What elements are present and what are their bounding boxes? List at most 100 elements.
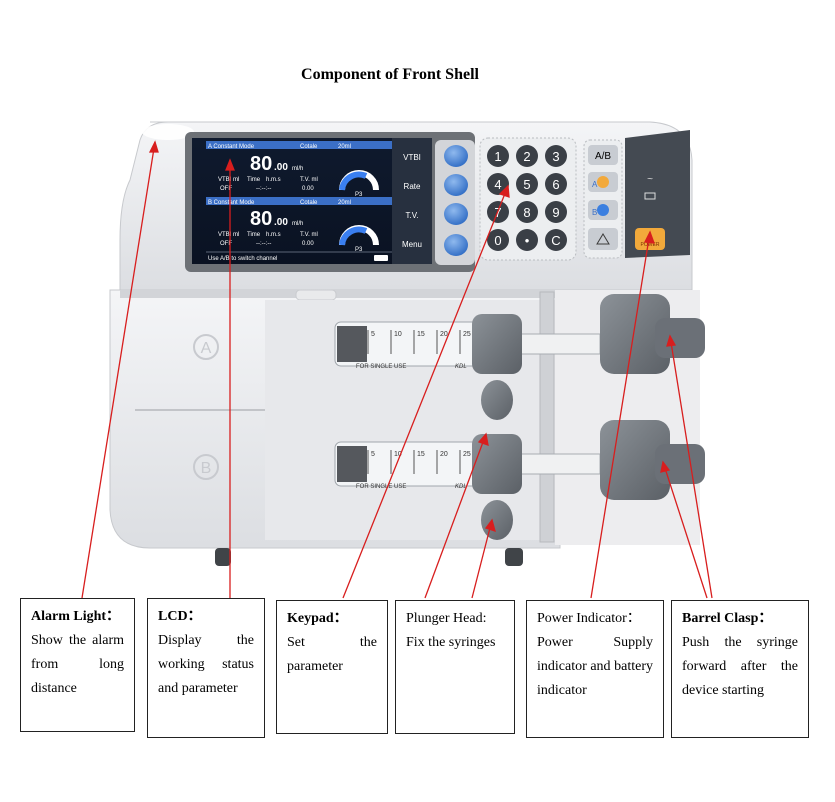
channel-mark-b: B — [201, 460, 212, 477]
lcd-a-pressure: P3 — [355, 192, 363, 198]
label-power-indicator-heading: Power Indicator： — [537, 611, 641, 626]
alarm-light — [142, 124, 194, 140]
barrel-clasps — [600, 294, 705, 500]
lcd-a-time-label: Time — [247, 177, 261, 183]
lcd-b-pressure: P3 — [355, 247, 363, 253]
label-keypad-heading: Keypad： — [287, 611, 348, 626]
label-lcd: LCD： Display the working status and para… — [147, 598, 265, 738]
syringe-tick-label: 5 — [371, 331, 375, 338]
lcd-b-tv-label: T.V. ml — [300, 232, 318, 238]
lcd-a-tv-label: T.V. ml — [300, 177, 318, 183]
ab-key-label: A/B — [595, 151, 611, 162]
lcd-b-mode: B Constant Mode — [208, 200, 255, 206]
label-keypad: Keypad： Set the parameter — [276, 600, 388, 734]
keypad-key-7 — [516, 201, 538, 223]
svg-text:~: ~ — [647, 174, 653, 185]
keypad-key-label-8: 9 — [552, 205, 559, 220]
lcd-footer: Use A/B to switch channel — [208, 256, 277, 262]
keypad-key-label-2: 3 — [552, 149, 559, 164]
syringe-a-scale: 5 10 15 20 25 — [367, 330, 471, 354]
syringe-tick-label: 25 — [463, 331, 471, 338]
label-plunger-head: Plunger Head: Fix the syringes — [395, 600, 515, 734]
syringe-tick-label: 20 — [440, 331, 448, 338]
lcd-b-vtbi-value: OFF — [220, 241, 232, 247]
keypad-key-label-9: 0 — [494, 233, 501, 248]
channel-marks: A B — [193, 334, 219, 480]
softkey-menu-button — [444, 234, 468, 256]
lcd-screen: A Constant Mode Cotale 20ml 80 .00 ml/h … — [185, 132, 475, 272]
label-barrel-clasp-heading: Barrel Clasp： — [682, 611, 773, 626]
lcd-b-rate: 80 — [250, 208, 272, 230]
softkey-tv-button — [444, 203, 468, 225]
lcd-a-time-unit: h.m.s — [266, 177, 281, 183]
lcd-a-drug: Cotale — [300, 144, 318, 150]
label-alarm-light: Alarm Light： Show the alarm from long di… — [20, 598, 135, 732]
battery-icon — [374, 255, 388, 261]
channel-mark-a: A — [201, 340, 212, 357]
lcd-a-time-value: --:--:-- — [256, 186, 271, 192]
lcd-a-volume: 20ml — [338, 144, 351, 150]
lcd-b-tv-value: 0.00 — [302, 241, 314, 247]
keypad-key-10 — [516, 229, 538, 251]
syringe-tick-label: 20 — [440, 451, 448, 458]
lcd-b-drug: Cotale — [300, 200, 318, 206]
keypad-key-label-1: 2 — [523, 149, 530, 164]
keypad-key-2 — [545, 145, 567, 167]
lcd-b-time-label: Time — [247, 232, 261, 238]
syringe-tick-label: 15 — [417, 331, 425, 338]
syringe-tick-label: 10 — [394, 331, 402, 338]
lcd-b-time-value: --:--:-- — [256, 241, 271, 247]
lcd-a-rate-decimals: .00 — [274, 162, 288, 173]
keypad-key-9 — [487, 229, 509, 251]
label-barrel-clasp-text: Push the syringe forward after the devic… — [682, 635, 798, 698]
keypad-key-label-7: 8 — [523, 205, 530, 220]
syringe-tick-label: 10 — [394, 451, 402, 458]
keypad-key-label-0: 1 — [494, 149, 501, 164]
power-indicator-light — [644, 192, 656, 200]
label-plunger-head-heading: Plunger Head: — [406, 611, 487, 626]
syringe-b-imprint: FOR SINGLE USE — [356, 484, 406, 490]
keypad-key-label-10: • — [525, 233, 530, 248]
keypad-key-label-5: 6 — [552, 177, 559, 192]
keypad-key-11 — [545, 229, 567, 251]
label-alarm-light-text: Show the alarm from long distance — [31, 633, 124, 696]
barrel-clasp-a — [600, 294, 670, 374]
softkey-vtbi-button — [444, 145, 468, 167]
keypad-key-label-11: C — [551, 233, 560, 248]
lcd-b-rate-decimals: .00 — [274, 217, 288, 228]
keypad-key-4 — [516, 173, 538, 195]
syringe-tick-label: 25 — [463, 451, 471, 458]
diagram-title: Component of Front Shell — [301, 66, 479, 83]
lcd-b-vtbi-label: VTBI ml — [218, 232, 239, 238]
keypad-key-5 — [545, 173, 567, 195]
keypad-key-3 — [487, 173, 509, 195]
softkey-label-menu: Menu — [402, 240, 422, 249]
softkey-label-rate: Rate — [404, 182, 421, 191]
keypad-key-label-3: 4 — [494, 177, 501, 192]
callout-arrows — [81, 140, 713, 599]
lcd-a-rate-unit: ml/h — [292, 166, 303, 172]
lcd-b-time-unit: h.m.s — [266, 232, 281, 238]
lcd-a-mode: A Constant Mode — [208, 144, 255, 150]
softkey-rate-button — [444, 174, 468, 196]
lcd-a-vtbi-value: OFF — [220, 186, 232, 192]
label-alarm-light-heading: Alarm Light： — [31, 609, 121, 624]
syringe-tick-label: 15 — [417, 451, 425, 458]
start-stop-a-label: A — [592, 180, 598, 189]
plunger-head-b — [472, 434, 522, 494]
lcd-a-rate: 80 — [250, 153, 272, 175]
lcd-a-tv-value: 0.00 — [302, 186, 314, 192]
keypad: 1234567890•C A/B A B ~ POWER — [479, 130, 690, 261]
label-barrel-clasp: Barrel Clasp： Push the syringe forward a… — [671, 600, 809, 738]
lcd-b-volume: 20ml — [338, 200, 351, 206]
softkey-label-vtbi: VTBI — [403, 153, 421, 162]
start-stop-b-label: B — [592, 208, 597, 217]
power-button-label: POWER — [641, 242, 660, 248]
label-power-indicator-text: Power Supply indicator and battery indic… — [537, 635, 653, 698]
keypad-digits: 1234567890•C — [487, 145, 567, 251]
label-lcd-text: Display the working status and parameter — [158, 633, 254, 696]
syringe-b-brand: KDL — [455, 484, 467, 490]
